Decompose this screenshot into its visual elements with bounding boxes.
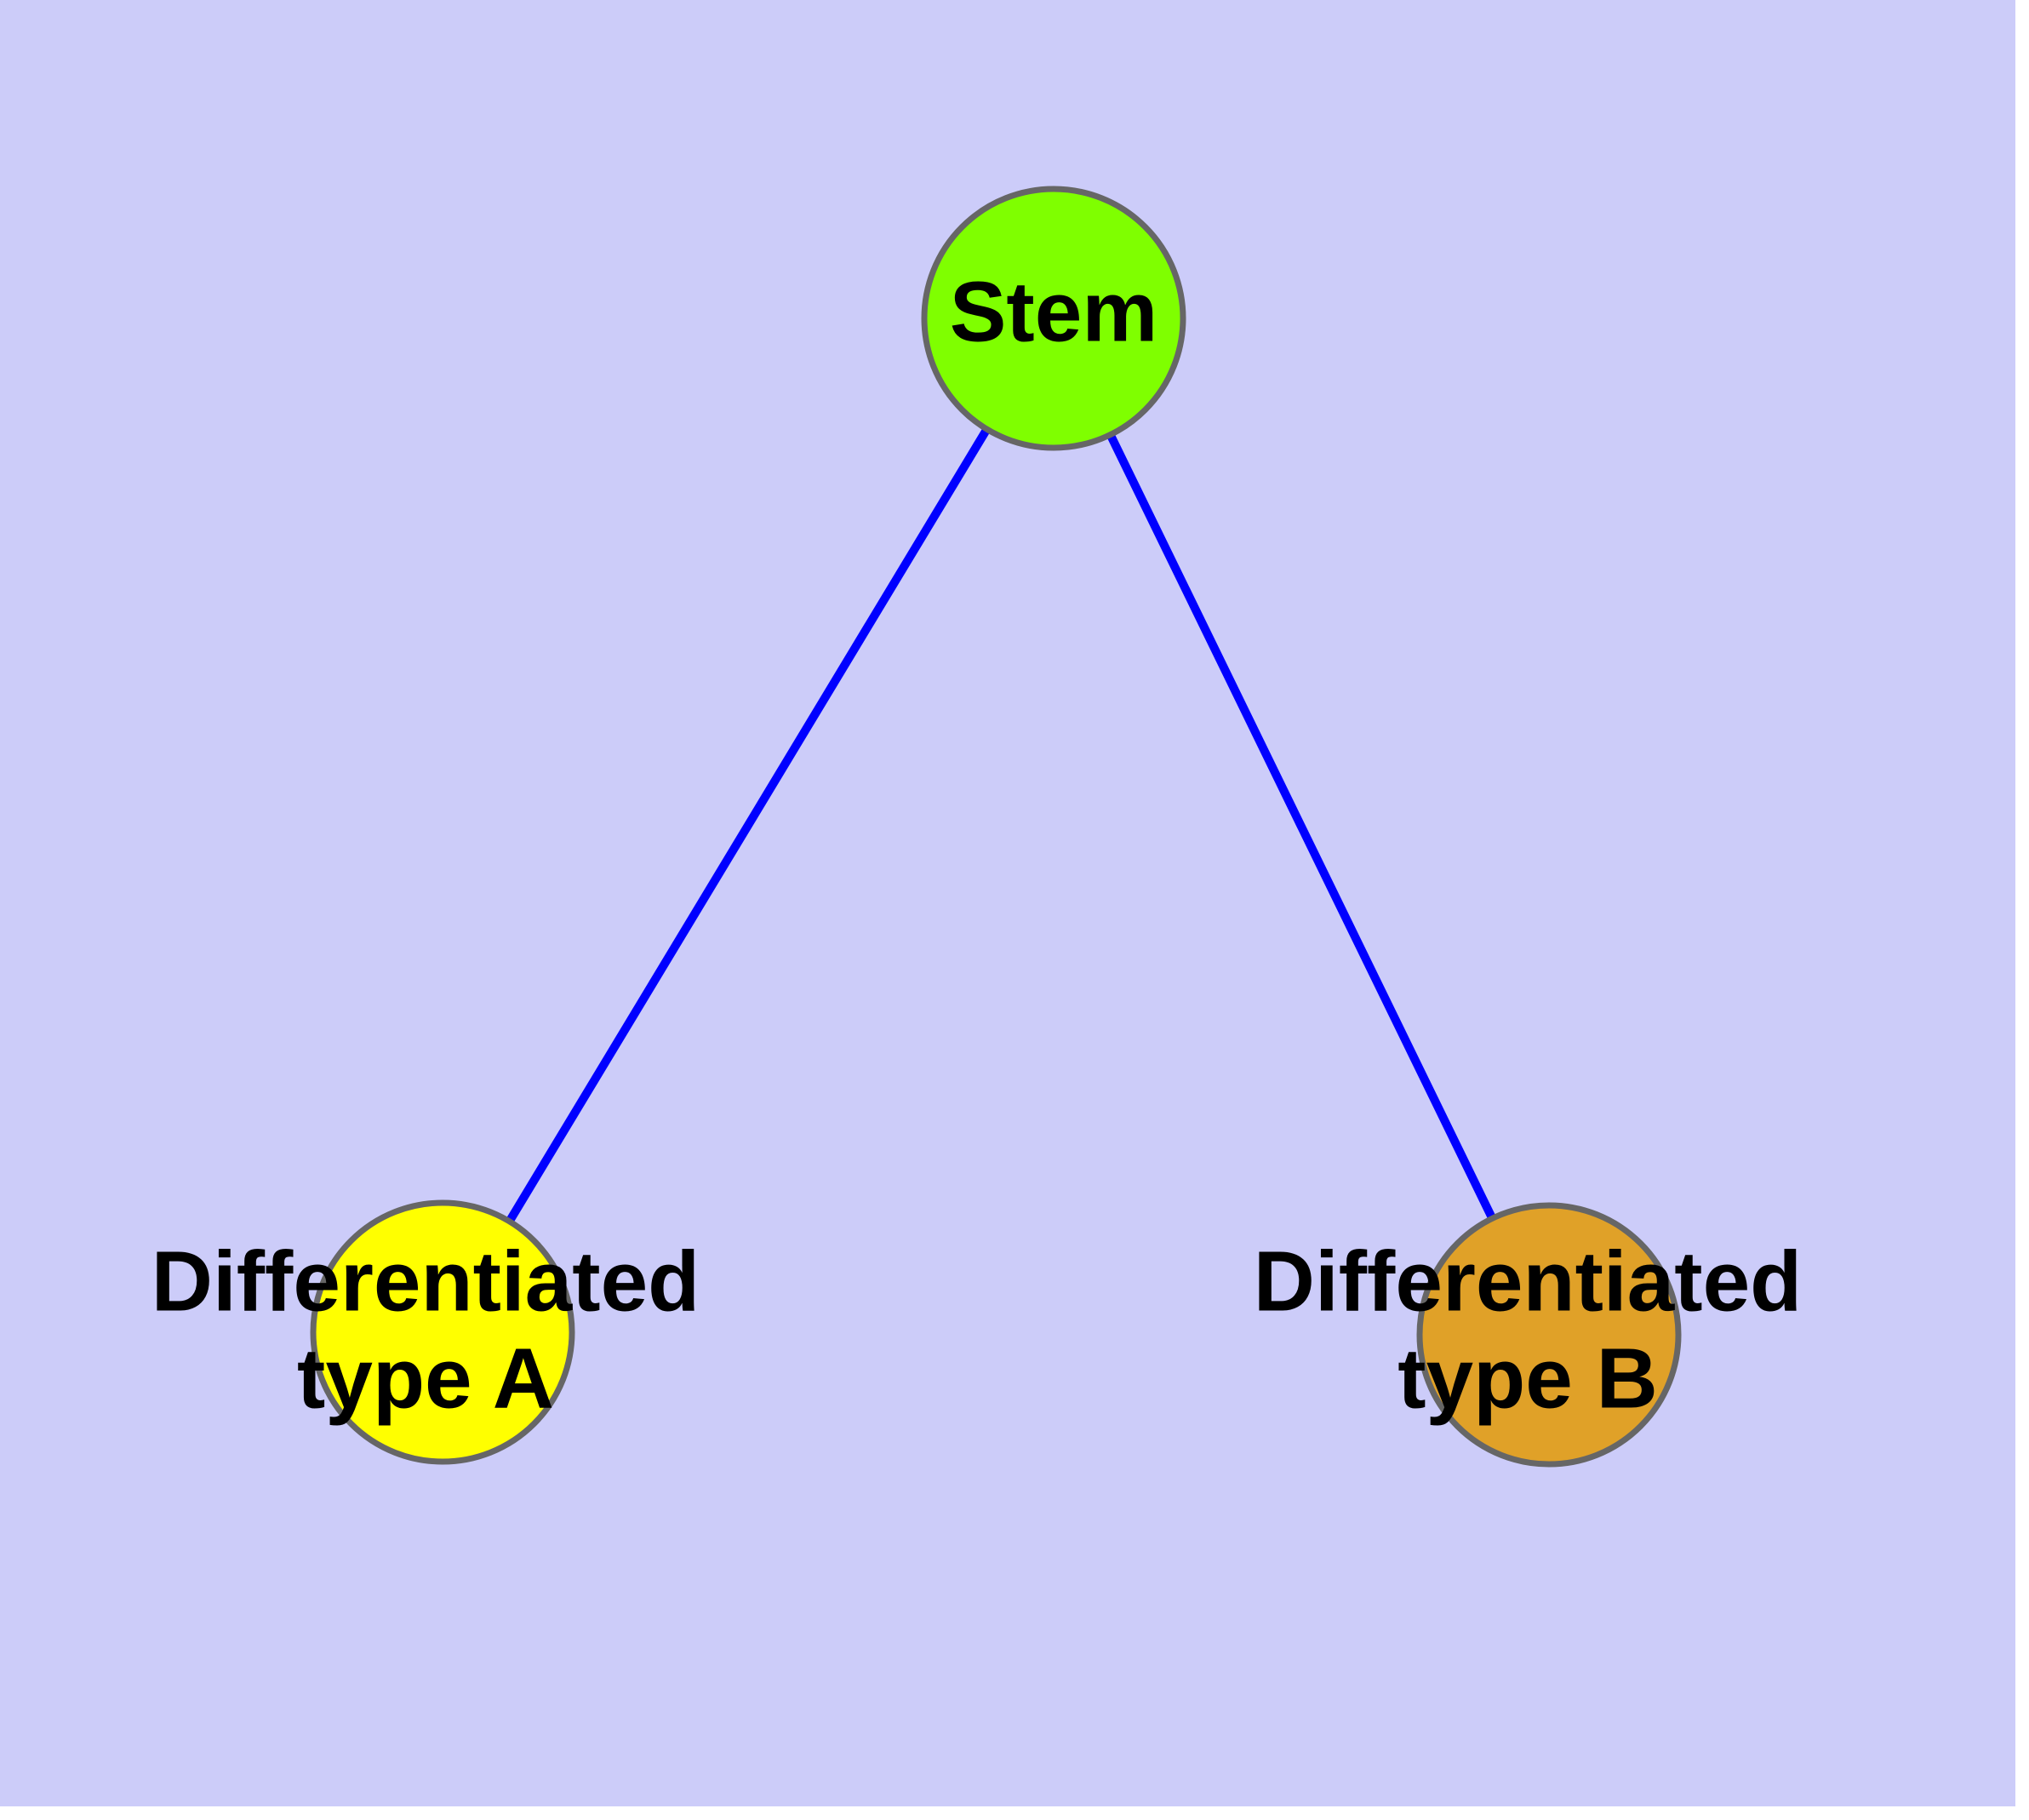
node-circle-differentiated-type-a[interactable]	[310, 1199, 575, 1465]
node-circle-stem[interactable]	[921, 186, 1186, 451]
label-layer: Stem Differentiated type A Differentiate…	[151, 264, 1803, 1426]
edge-stem-to-differentiated-type-b[interactable]	[1049, 316, 1553, 1337]
edge-layer	[438, 316, 1553, 1337]
node-circle-differentiated-type-b[interactable]	[1416, 1202, 1682, 1468]
node-stem[interactable]	[921, 186, 1186, 451]
node-label-differentiated-type-a-line2: type A	[297, 1331, 554, 1426]
node-label-differentiated-type-a-line1: Differentiated	[151, 1233, 700, 1329]
node-label-differentiated-type-b-line2: type B	[1397, 1331, 1658, 1426]
node-label-differentiated-type-b-line1: Differentiated	[1254, 1233, 1803, 1329]
node-differentiated-type-b[interactable]	[1416, 1202, 1682, 1468]
edge-stem-to-differentiated-type-a[interactable]	[438, 316, 1058, 1335]
node-label-stem: Stem	[950, 264, 1158, 359]
node-differentiated-type-a[interactable]	[310, 1199, 575, 1465]
